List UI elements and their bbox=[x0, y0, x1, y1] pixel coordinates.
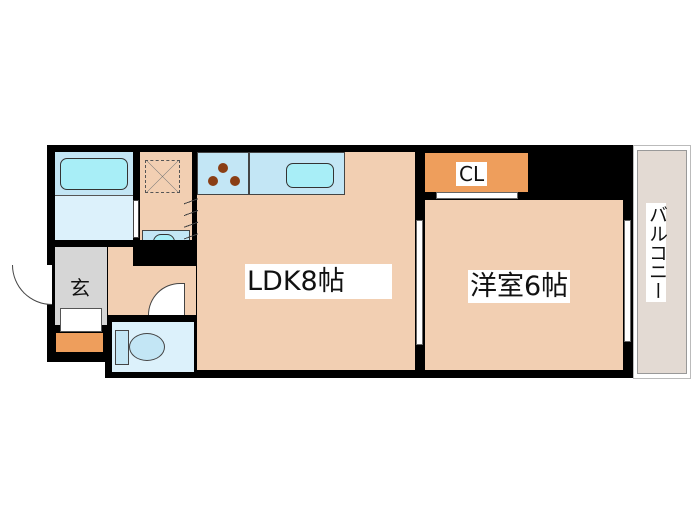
kitchen-sink-icon bbox=[286, 163, 334, 188]
balcony-window[interactable] bbox=[624, 220, 631, 342]
entrance-label: 玄 bbox=[70, 276, 90, 300]
burner-icon bbox=[218, 163, 228, 173]
bathtub-icon bbox=[60, 158, 128, 190]
burner-icon bbox=[230, 176, 240, 186]
ldk-label: LDK8帖 bbox=[245, 264, 392, 299]
toilet-bowl-icon bbox=[129, 333, 165, 361]
hall-wall bbox=[133, 240, 196, 266]
western-room-label: 洋室6帖 bbox=[468, 270, 571, 303]
bath-door[interactable] bbox=[133, 200, 139, 238]
washing-machine-icon bbox=[145, 160, 180, 193]
closet-label: CL bbox=[456, 162, 488, 186]
front-door[interactable] bbox=[12, 265, 52, 305]
burner-icon bbox=[208, 176, 218, 186]
curtain-partition bbox=[184, 198, 198, 240]
notch bbox=[47, 362, 105, 382]
sliding-door-ldk[interactable] bbox=[416, 220, 423, 345]
toilet-tank-icon bbox=[115, 330, 129, 365]
closet-doors[interactable] bbox=[436, 192, 518, 199]
balcony-label: バルコニー bbox=[646, 203, 668, 302]
shoe-cabinet bbox=[56, 333, 103, 352]
shoe-cabinet-doors bbox=[60, 308, 102, 332]
kitchen-stove bbox=[197, 152, 249, 195]
